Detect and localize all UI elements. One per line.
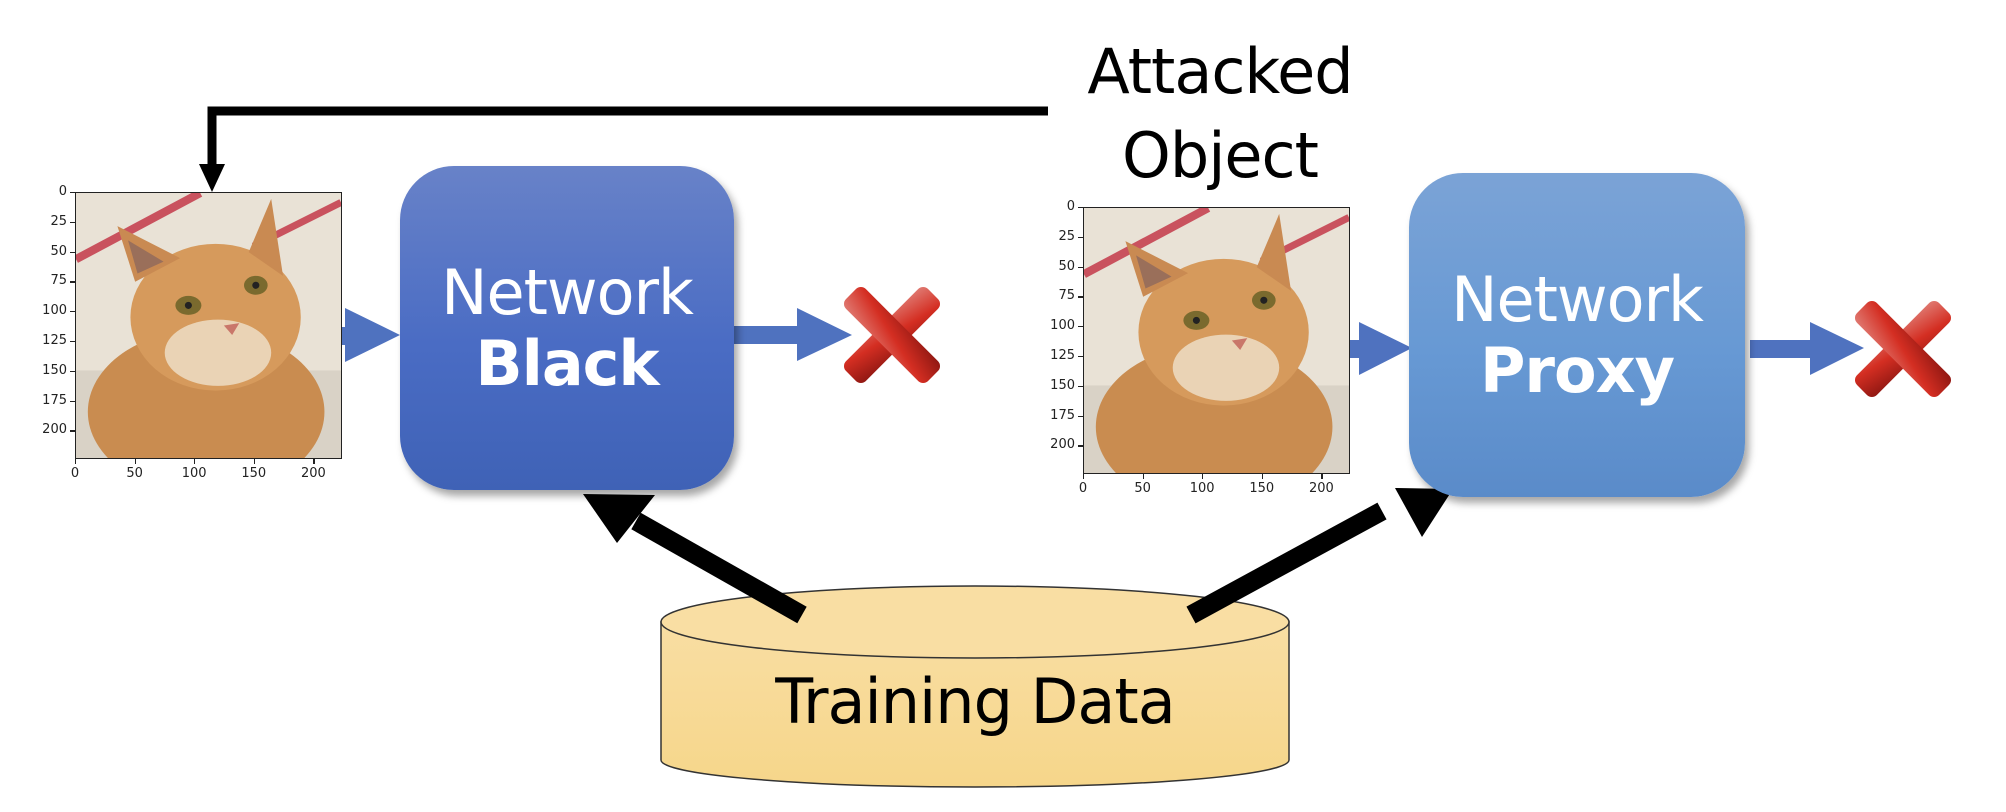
network-proxy-box: Network Proxy <box>1409 173 1745 497</box>
training-to-black-arrow <box>583 494 807 624</box>
attacked-object-feedback-arrow <box>199 106 1048 192</box>
flow-arrow-proxy-to-output <box>1750 322 1864 375</box>
flow-arrow-black-to-output <box>734 308 852 361</box>
training-data-cylinder <box>660 585 1290 788</box>
attacked-object-label: Attacked Object <box>1060 30 1380 198</box>
network-black-label-line1: Network <box>441 255 694 329</box>
training-data-label: Training Data <box>775 665 1175 738</box>
attacked-object-label-line2: Object <box>1122 119 1319 192</box>
network-black-box: Network Black <box>400 166 734 490</box>
red-x-reject-icon-black <box>843 286 941 384</box>
attacked-object-label-line1: Attacked <box>1087 35 1353 108</box>
flow-arrow-input-to-proxy <box>1299 322 1412 375</box>
network-black-label-line2: Black <box>475 327 659 400</box>
training-to-proxy-arrow <box>1186 488 1453 624</box>
network-proxy-label-line1: Network <box>1451 262 1704 336</box>
flow-arrow-input-to-black <box>285 308 400 362</box>
network-proxy-label-line2: Proxy <box>1479 334 1675 407</box>
red-x-reject-icon-proxy <box>1854 300 1952 398</box>
